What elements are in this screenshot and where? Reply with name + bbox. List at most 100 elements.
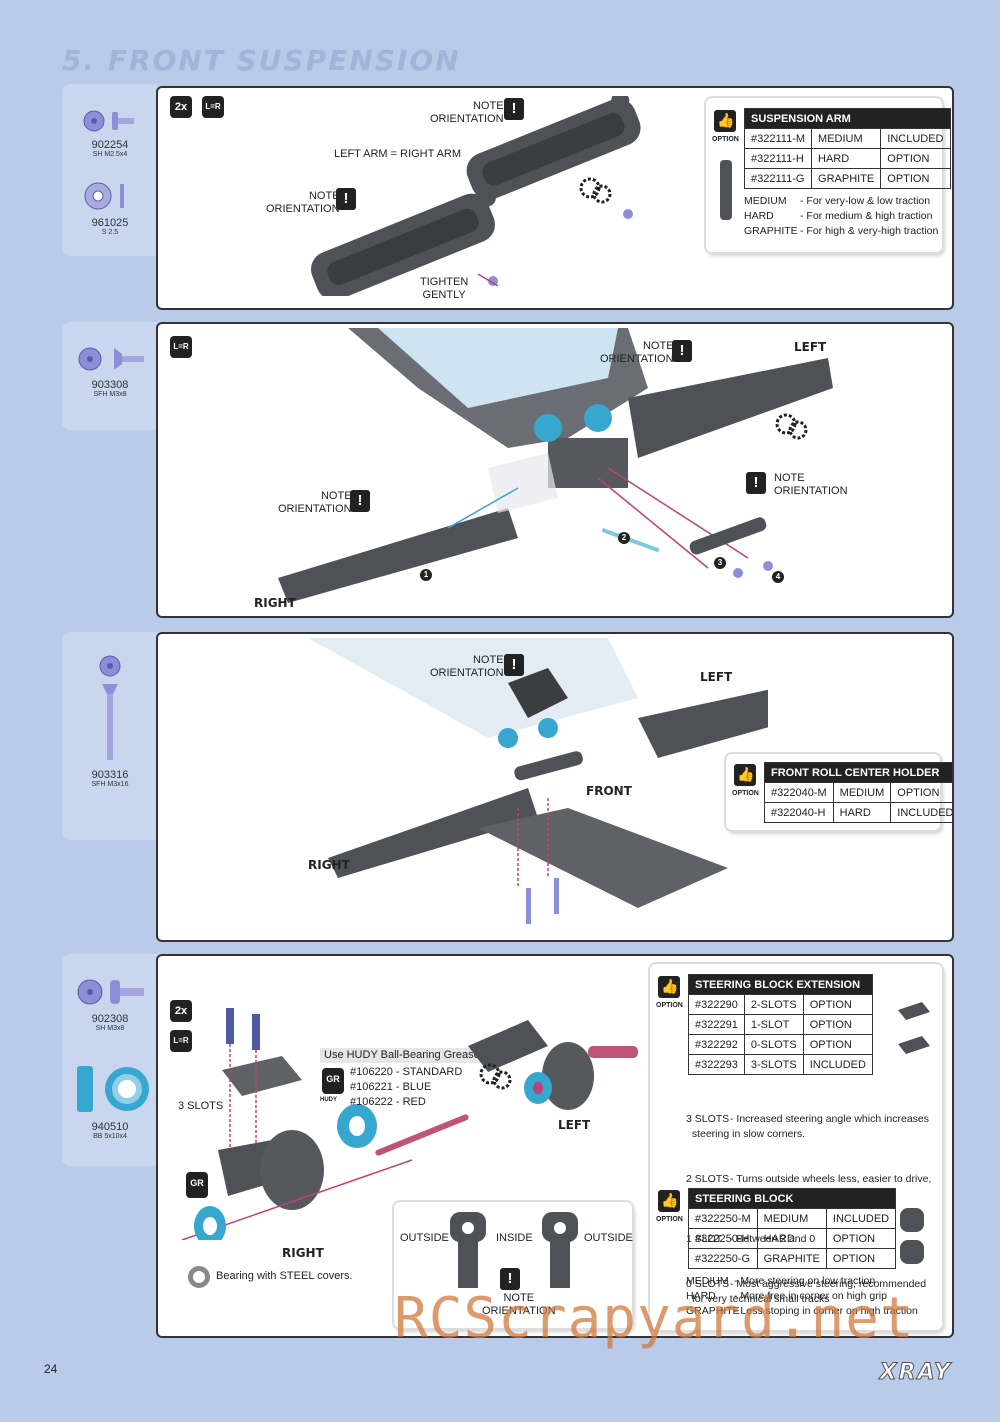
option-label: OPTION (732, 790, 759, 797)
right-side-label: RIGHT (254, 596, 296, 610)
table-header: FRONT ROLL CENTER HOLDER (764, 762, 952, 783)
part-number: #322292 (688, 1034, 745, 1055)
steering-block-illustration (181, 1008, 413, 1240)
part-code: 903316 (91, 769, 129, 781)
step-marker: 3 (714, 557, 726, 569)
note-orientation-label: NOTE ORIENTATION (774, 472, 848, 497)
slot-count: 3-SLOTS (743, 1054, 804, 1075)
thumbs-up-icon (714, 110, 736, 132)
exclamation-icon: ! (746, 472, 766, 494)
step-panel-3: NOTE ORIENTATION ! LEFT FRONT RIGHT OPTI… (156, 632, 954, 942)
left-side-label: LEFT (558, 1118, 591, 1132)
status: INCLUDED (802, 1054, 873, 1075)
thumbs-up-icon (658, 976, 680, 998)
note-text: - For high & very-high traction (800, 225, 939, 237)
watermark: RCScrapyard.net (394, 1286, 915, 1351)
part-number: #322293 (688, 1054, 745, 1075)
hardness: MEDIUM (756, 1208, 827, 1229)
part-code: 940510 (91, 1121, 129, 1133)
status: OPTION (802, 994, 873, 1015)
roll-center-option-box: OPTION FRONT ROLL CENTER HOLDER #322040-… (726, 754, 952, 830)
hardness: HARD (832, 802, 892, 823)
part-961025: 961025 S 2.5 (62, 180, 158, 236)
hudy-grease-icon: GR (186, 1172, 208, 1198)
status: INCLUDED (880, 128, 951, 149)
ball-bearing-icon (77, 1066, 149, 1112)
part-903308: 903308 SFH M3x8 (62, 344, 158, 398)
steering-block-thumbnail-icon (900, 1208, 924, 1264)
grease-item: #106220 - STANDARD (350, 1066, 463, 1078)
note-text: - For medium & high traction (800, 210, 933, 222)
step-marker: 4 (772, 571, 784, 583)
steering-block-front-icon (450, 1212, 486, 1288)
grease-title: Use HUDY Ball-Bearing Grease (320, 1048, 484, 1063)
exclamation-icon: ! (350, 490, 370, 512)
option-label: OPTION (656, 1002, 683, 1009)
hudy-label: HUDY (320, 1097, 338, 1103)
quantity-badge: 2x (170, 1000, 192, 1022)
part-code: 903308 (91, 379, 129, 391)
suspension-arm-option-box: OPTION SUSPENSION ARM #322111-MMEDIUMINC… (706, 98, 951, 252)
page-title: 5. FRONT SUSPENSION (62, 44, 461, 77)
slot-count: 1-SLOT (743, 1014, 804, 1035)
page-number: 24 (44, 1362, 58, 1376)
tighten-label: TIGHTEN GENTLY (420, 276, 469, 301)
screw-icon (77, 979, 144, 1005)
step-panel-1: 2x L=R NOTE ORIENTATION ! LEFT ARM = RIG… (156, 86, 954, 310)
note-text: - Less stoping in corner on high tractio… (734, 1305, 918, 1317)
slot-count: 2-SLOTS (743, 994, 804, 1015)
note-orientation-label: NOTE ORIENTATION (266, 190, 340, 215)
step-panel-2: L=R NOTE ORIENTATION ! LEFT NOTE ORIENTA… (156, 322, 954, 618)
note-key: MEDIUM (744, 195, 787, 207)
option-label: OPTION (712, 136, 739, 143)
note-key: GRAPHITE (686, 1305, 740, 1317)
status: OPTION (890, 782, 952, 803)
part-902308: 902308 SH M3x8 (62, 976, 158, 1032)
status: OPTION (802, 1034, 873, 1055)
thumbs-up-icon (658, 1190, 680, 1212)
lr-badge: L=R (202, 96, 224, 118)
hardness: GRAPHITE (756, 1248, 827, 1269)
extension-notes: 3 SLOTS- Increased steering angle which … (686, 1082, 931, 1336)
note-orientation-label: NOTE ORIENTATION (430, 654, 504, 679)
brand-logo: XRAY (879, 1360, 952, 1386)
note-text: - Most aggressive steering, recommended … (691, 1278, 927, 1305)
exclamation-icon: ! (504, 654, 524, 676)
part-code: 902254 (91, 139, 129, 151)
note-key: 3 SLOTS (686, 1113, 730, 1125)
part-desc: SFH M3x8 (93, 391, 127, 398)
screw-icon (83, 110, 134, 132)
parts-sidebar-2 (62, 322, 158, 430)
option-label: OPTION (656, 1216, 683, 1223)
part-code: 961025 (91, 217, 129, 229)
option-notes: MEDIUM- For very-low & low traction HARD… (744, 194, 938, 239)
part-number: #322250-G (688, 1248, 758, 1269)
part-number: #322250-H (688, 1228, 758, 1249)
part-number: #322111-M (743, 128, 813, 149)
note-key: GRAPHITE (744, 225, 798, 237)
quantity-badge: 2x (170, 96, 192, 118)
note-text: - For very-low & low traction (800, 195, 931, 207)
hardness: HARD (811, 148, 882, 169)
note-orientation-label: NOTE ORIENTATION (278, 490, 352, 515)
table-header: STEERING BLOCK (687, 1188, 897, 1209)
steering-options-box: OPTION STEERING BLOCK EXTENSION #3222902… (650, 964, 942, 1330)
left-side-label: LEFT (700, 670, 733, 684)
arm-thumbnail-icon (720, 160, 732, 220)
right-side-label: RIGHT (282, 1246, 324, 1260)
hardness: MEDIUM (811, 128, 882, 149)
arm-equality-label: LEFT ARM = RIGHT ARM (334, 148, 462, 160)
status: OPTION (880, 168, 951, 189)
part-number: #322040-M (764, 782, 834, 803)
chassis-arms-illustration (278, 328, 833, 603)
